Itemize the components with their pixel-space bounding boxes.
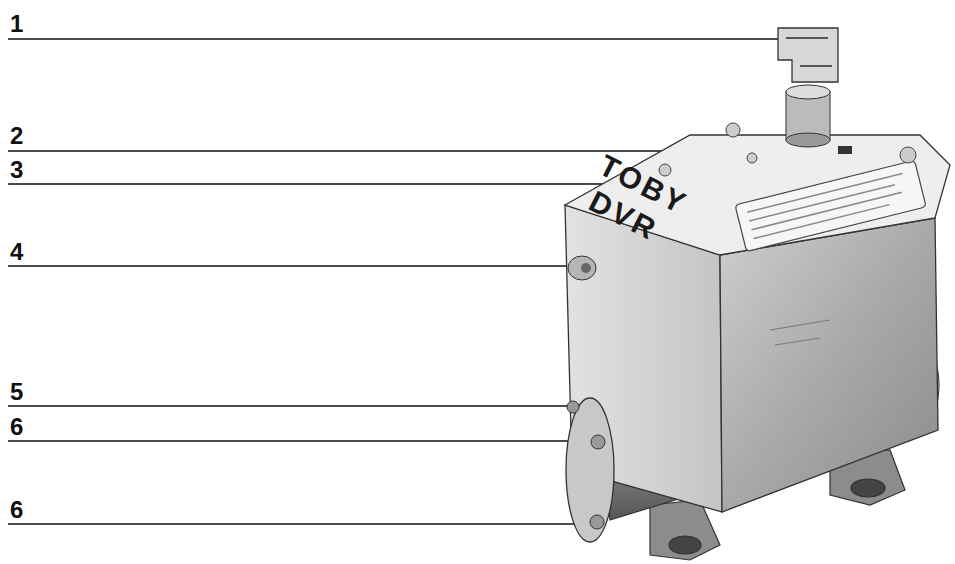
side-lug bbox=[568, 256, 596, 280]
end-cap bbox=[566, 398, 614, 542]
leader-lines bbox=[8, 39, 842, 524]
housing-top bbox=[565, 135, 950, 255]
callout-number: 6 bbox=[10, 498, 23, 522]
indicator-mark bbox=[838, 146, 852, 154]
housing-front bbox=[720, 218, 938, 512]
callout-number: 2 bbox=[10, 124, 23, 148]
callout-number: 5 bbox=[10, 380, 23, 404]
callout-number: 4 bbox=[10, 240, 23, 264]
callout-number: 3 bbox=[10, 158, 23, 182]
housing-marking bbox=[770, 320, 830, 345]
callout-number: 6 bbox=[10, 415, 23, 439]
lever-bracket bbox=[778, 28, 838, 147]
name-plate bbox=[735, 160, 926, 251]
callout-number: 1 bbox=[10, 12, 23, 36]
